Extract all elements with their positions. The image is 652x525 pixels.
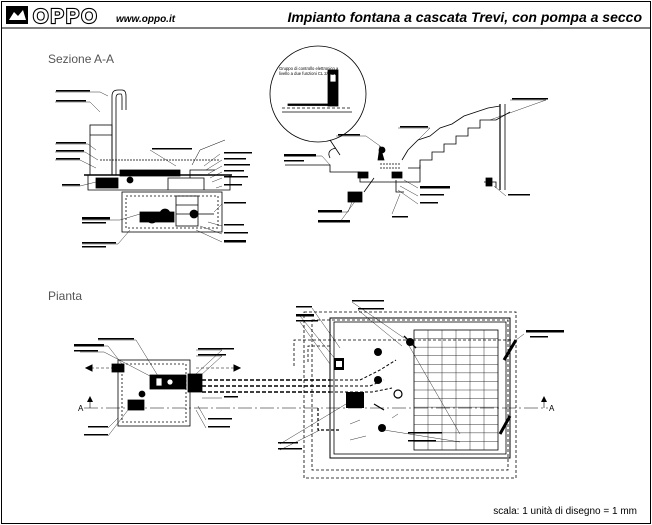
section-marker-left: A [78,404,84,413]
plan-pump-room [111,359,203,427]
inset-label: Gruppo di controllo elettronico a livell… [279,66,339,76]
plan-callouts [80,301,525,451]
drawing-title: Impianto fontana a cascata Trevi, con po… [287,9,642,25]
plan-basin-items [334,335,518,441]
section-left-callout-text [56,90,252,248]
section-pump-assembly [84,89,232,233]
section-left-callouts [55,91,223,245]
plan-basin [303,311,517,479]
plan-pipes [84,339,512,431]
section-right-callouts [284,99,547,223]
brand-name-fill: OPPO [33,6,99,28]
inset-line-2: livello a due funzioni CL 2/4/2/E [279,71,338,76]
website-link[interactable]: www.oppo.it [116,14,176,25]
section-line-a-a [84,396,548,409]
section-cascade [269,45,511,203]
plan-label: Pianta [48,289,82,303]
inset-line-1: Gruppo di controllo elettronico a [279,66,339,71]
section-right-callout-text [284,98,548,223]
section-label: Sezione A-A [48,52,114,66]
oppo-logo: OPPO OPPO [6,5,99,29]
section-marker-right: A [549,404,555,413]
plan-callout-text [74,300,564,450]
scale-note: scala: 1 unità di disegno = 1 mm [493,506,637,517]
brand-name: OPPO [33,6,99,28]
